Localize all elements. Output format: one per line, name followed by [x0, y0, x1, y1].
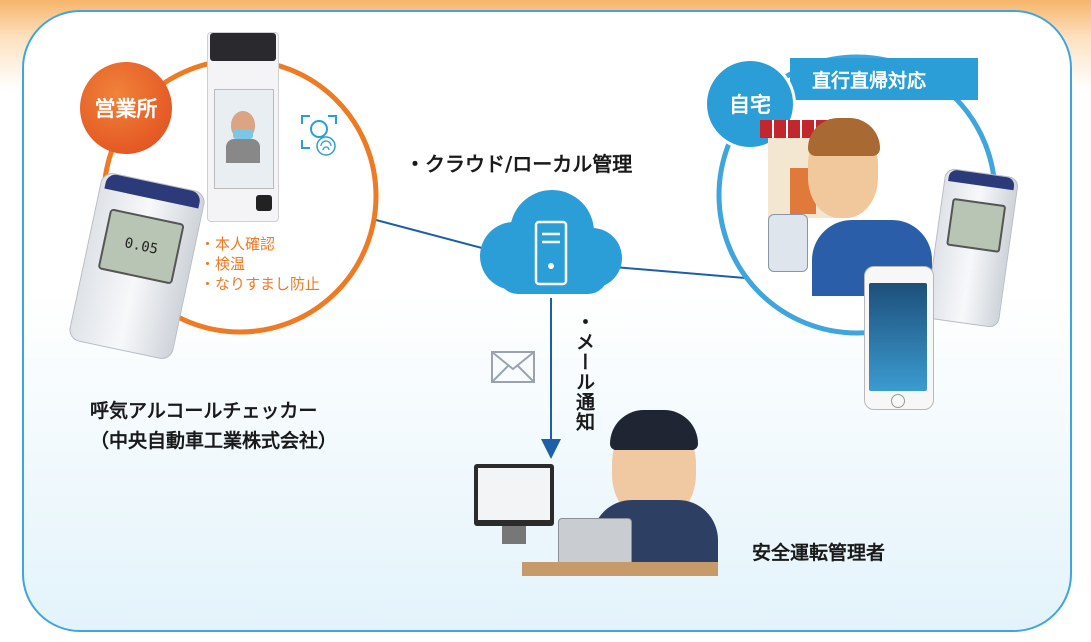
mail-label: ・メール通知: [573, 312, 595, 432]
face-scan-icon: [301, 115, 337, 156]
mail-icon: [491, 351, 535, 383]
manager-label: 安全運転管理者: [752, 542, 886, 564]
manager-hair: [610, 410, 698, 450]
device-caption: 呼気アルコールチェッカー （中央自動車工業株式会社）: [90, 396, 337, 456]
home-banner: [790, 58, 978, 100]
bullet-temperature: ・検温: [200, 255, 246, 273]
desk: [522, 562, 718, 576]
smartphone: [864, 266, 934, 410]
bullet-spoofing: ・なりすまし防止: [200, 275, 321, 293]
monitor-stand: [502, 526, 526, 544]
desktop-monitor: [474, 464, 554, 526]
device-maker: （中央自動車工業株式会社）: [90, 430, 338, 452]
bullet-identity: ・本人確認: [200, 235, 276, 253]
face-recognition-terminal: [207, 32, 279, 222]
office-badge: 営業所: [80, 62, 172, 154]
device-name: 呼気アルコールチェッカー: [90, 400, 318, 422]
person-hair: [808, 118, 880, 156]
office-badge-label: 営業所: [94, 97, 158, 121]
office-bullets: ・本人確認 ・検温 ・なりすまし防止: [200, 234, 320, 294]
home-banner-label: 直行直帰対応: [812, 70, 927, 92]
cloud-label: ・クラウド/ローカル管理: [405, 152, 633, 176]
home-badge-label: 自宅: [729, 93, 771, 117]
handheld-checker: [768, 214, 808, 272]
cloud-icon: [480, 190, 622, 294]
home-badge: 自宅: [704, 58, 796, 150]
